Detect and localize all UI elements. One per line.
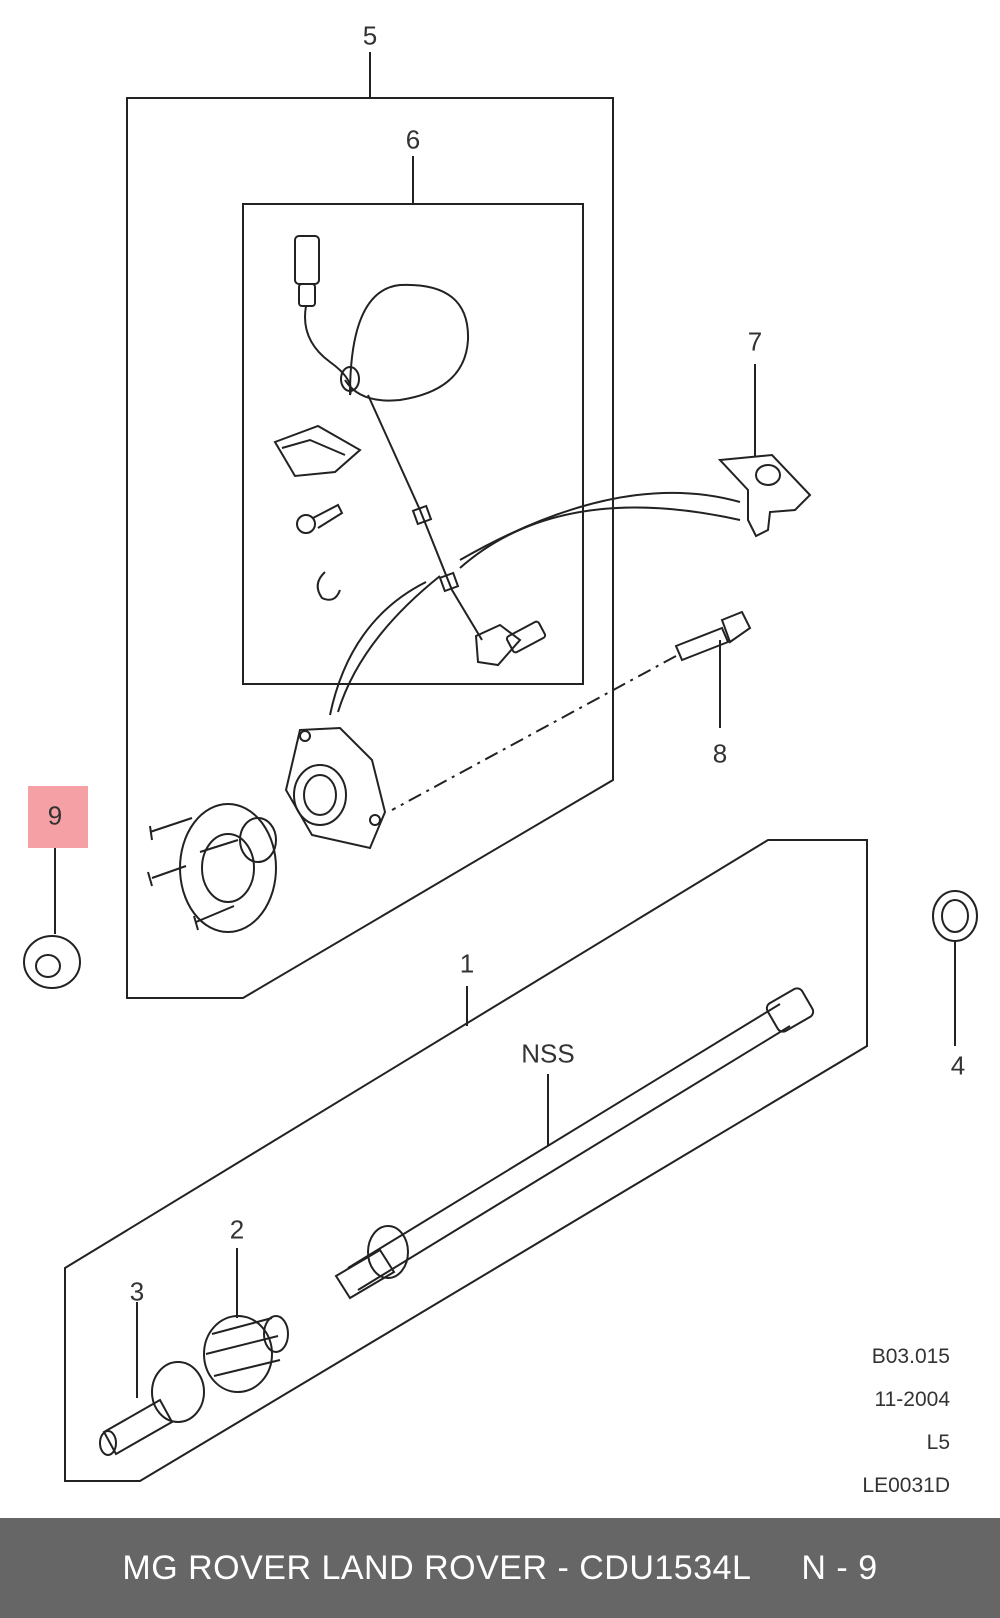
wheel-hub — [147, 803, 277, 933]
callout-5: 5 — [362, 20, 378, 51]
footer-bar: MG ROVER LAND ROVER - CDU1534L N - 9 — [0, 1518, 1000, 1618]
abs-sensor-lead — [294, 235, 547, 667]
cv-boot-2 — [203, 1315, 289, 1393]
seal-4 — [932, 890, 978, 942]
callout-7: 7 — [747, 326, 763, 357]
diagram-date: 11-2004 — [874, 1388, 950, 1411]
footer-page: N - 9 — [801, 1548, 878, 1587]
callout-3: 3 — [129, 1276, 145, 1307]
group-box-1 — [64, 839, 868, 1482]
group-box-5 — [126, 97, 614, 999]
callout-nss: NSS — [521, 1038, 575, 1069]
callout-4: 4 — [950, 1050, 966, 1081]
highlight-item-9 — [28, 786, 88, 848]
callout-1: 1 — [459, 948, 475, 979]
sensor-housing — [284, 726, 387, 850]
sensor-clip-icon — [316, 571, 341, 601]
grease-sachet-icon — [273, 424, 362, 478]
sensor-bracket — [717, 453, 812, 538]
callout-2: 2 — [229, 1214, 245, 1245]
sensor-bolt-icon — [296, 503, 344, 534]
diagram-ref: LE0031D — [862, 1474, 950, 1497]
nut-9 — [23, 935, 81, 989]
diagram-level: L5 — [926, 1431, 950, 1454]
callout-9: 9 — [47, 800, 63, 831]
cv-joint-3 — [99, 1361, 205, 1456]
bolt-8 — [674, 610, 752, 662]
callout-6: 6 — [405, 124, 421, 155]
parts-diagram — [23, 52, 978, 1482]
callout-8: 8 — [712, 738, 728, 769]
drive-shaft — [334, 987, 815, 1300]
footer-title: MG ROVER LAND ROVER - CDU1534L — [122, 1548, 752, 1587]
diagram-code: B03.015 — [871, 1345, 950, 1368]
